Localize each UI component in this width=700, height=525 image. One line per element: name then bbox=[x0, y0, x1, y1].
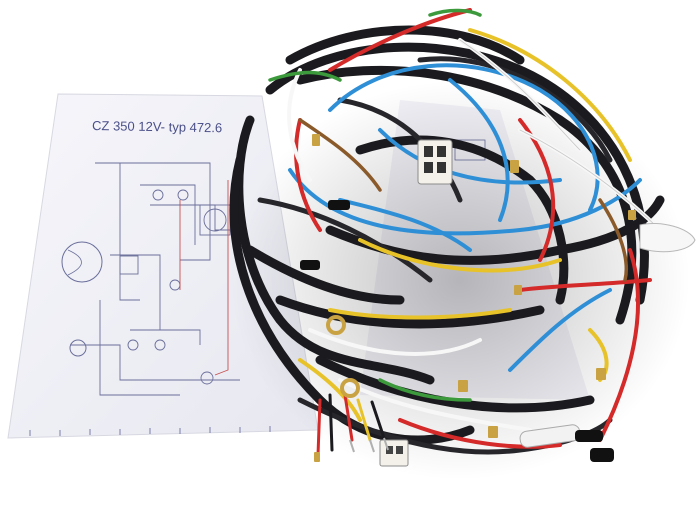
red-wires bbox=[294, 8, 652, 449]
tail-lamp-symbol bbox=[69, 339, 87, 357]
connectors bbox=[300, 134, 696, 467]
black-bullet-connectors bbox=[300, 200, 614, 462]
white-wire-outlines bbox=[459, 39, 661, 231]
schematic-red-lines bbox=[179, 180, 229, 376]
schematic-title: CZ 350 12V- typ 472.6 bbox=[92, 118, 222, 135]
brass-spade-terminals bbox=[312, 134, 636, 462]
ring-terminal bbox=[326, 315, 360, 398]
loose-wire-ends bbox=[316, 393, 386, 457]
brown-wires bbox=[298, 118, 628, 282]
wiring-harness bbox=[229, 8, 665, 457]
white-boot-right bbox=[639, 222, 696, 253]
green-wires bbox=[268, 8, 482, 402]
white-connector-bottom bbox=[379, 439, 409, 467]
yellow-wires bbox=[298, 28, 632, 422]
white-4pin-connector bbox=[417, 139, 453, 185]
headlamp-symbol bbox=[61, 241, 103, 283]
schematic-diagram bbox=[70, 162, 240, 396]
blue-wires bbox=[288, 63, 642, 372]
paper-bottom-marks bbox=[29, 426, 271, 436]
silver-pin-terminals bbox=[349, 437, 389, 453]
